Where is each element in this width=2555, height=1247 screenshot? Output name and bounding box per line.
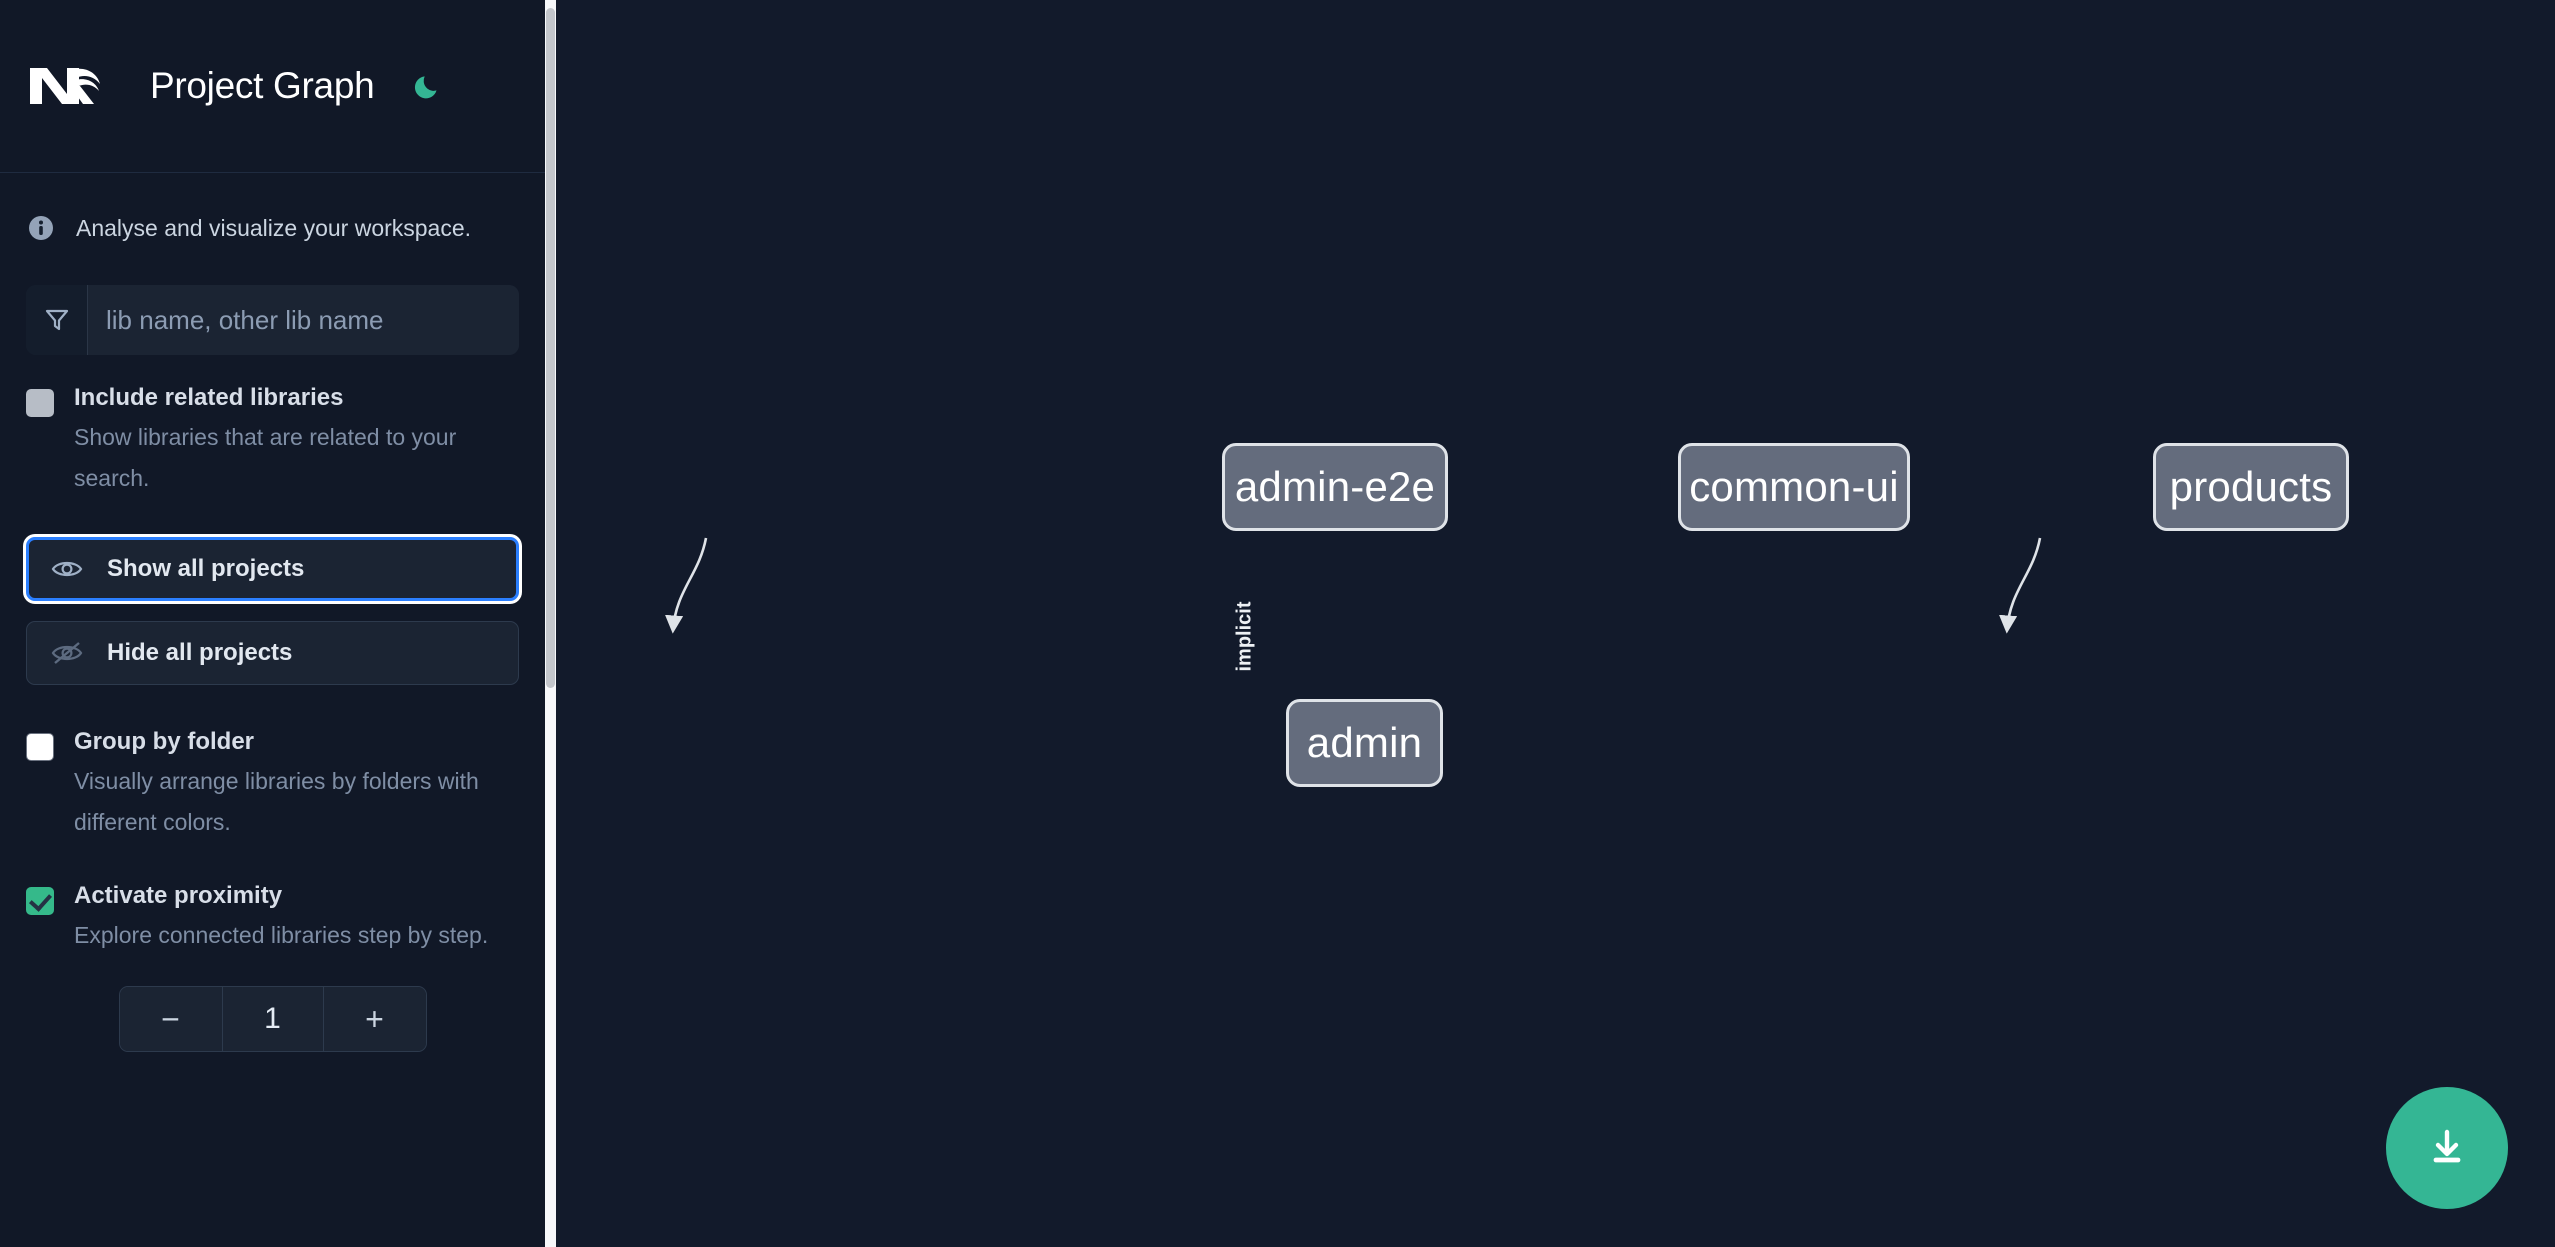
proximity-stepper: − 1 + xyxy=(0,986,545,1052)
option-label: Activate proximity xyxy=(74,882,283,909)
search-input[interactable] xyxy=(88,285,519,355)
activate-proximity-checkbox[interactable] xyxy=(26,887,54,915)
proximity-value: 1 xyxy=(221,987,324,1051)
show-all-projects-label: Show all projects xyxy=(107,555,305,582)
include-related-libraries-checkbox[interactable] xyxy=(26,389,54,417)
sidebar-header: Project Graph xyxy=(0,0,545,173)
sidebar-scrollbar[interactable] xyxy=(545,0,556,1247)
option-label: Group by folder xyxy=(74,728,254,755)
download-icon xyxy=(2425,1124,2469,1173)
option-activate-proximity[interactable]: Activate proximity Explore connected lib… xyxy=(0,881,545,956)
moon-icon[interactable] xyxy=(408,65,450,107)
proximity-decrement-button[interactable]: − xyxy=(119,987,222,1051)
hide-all-projects-wrap: Hide all projects xyxy=(0,621,545,685)
eye-icon xyxy=(51,555,87,583)
funnel-icon xyxy=(26,285,88,355)
eye-off-icon xyxy=(51,639,87,667)
show-all-projects-button[interactable]: Show all projects xyxy=(26,537,519,601)
graph-canvas[interactable]: implicit implicit admin-e2e common-ui pr… xyxy=(556,0,2555,1247)
option-description: Show libraries that are related to your … xyxy=(74,424,457,491)
sidebar-scrollbar-thumb[interactable] xyxy=(546,8,555,688)
sidebar-info-text: Analyse and visualize your workspace. xyxy=(76,214,472,241)
info-icon xyxy=(26,213,56,243)
option-include-related-libraries[interactable]: Include related libraries Show libraries… xyxy=(0,383,545,499)
edge-label-implicit: implicit xyxy=(1233,601,1256,672)
nx-logo-icon xyxy=(26,58,112,114)
option-description: Explore connected libraries step by step… xyxy=(74,922,489,948)
graph-node-common-ui[interactable]: common-ui xyxy=(1678,443,1910,531)
group-by-folder-checkbox[interactable] xyxy=(26,733,54,761)
download-image-button[interactable] xyxy=(2386,1087,2508,1209)
option-label: Include related libraries xyxy=(74,384,344,411)
hide-all-projects-label: Hide all projects xyxy=(107,639,293,666)
sidebar-info: Analyse and visualize your workspace. xyxy=(0,191,545,265)
proximity-increment-button[interactable]: + xyxy=(323,987,426,1051)
graph-node-products[interactable]: products xyxy=(2153,443,2349,531)
option-group-by-folder[interactable]: Group by folder Visually arrange librari… xyxy=(0,727,545,843)
page-title: Project Graph xyxy=(150,65,375,106)
hide-all-projects-button[interactable]: Hide all projects xyxy=(26,621,519,685)
sidebar-content: Project Graph Analyse and visualize yo xyxy=(0,0,545,1247)
show-all-projects-wrap: Show all projects xyxy=(0,537,545,601)
sidebar: Project Graph Analyse and visualize yo xyxy=(0,0,556,1247)
graph-node-admin-e2e[interactable]: admin-e2e xyxy=(1222,443,1448,531)
graph-node-admin[interactable]: admin xyxy=(1286,699,1443,787)
option-description: Visually arrange libraries by folders wi… xyxy=(74,768,479,835)
filter-field[interactable] xyxy=(26,285,519,355)
graph-edges xyxy=(665,537,2042,634)
